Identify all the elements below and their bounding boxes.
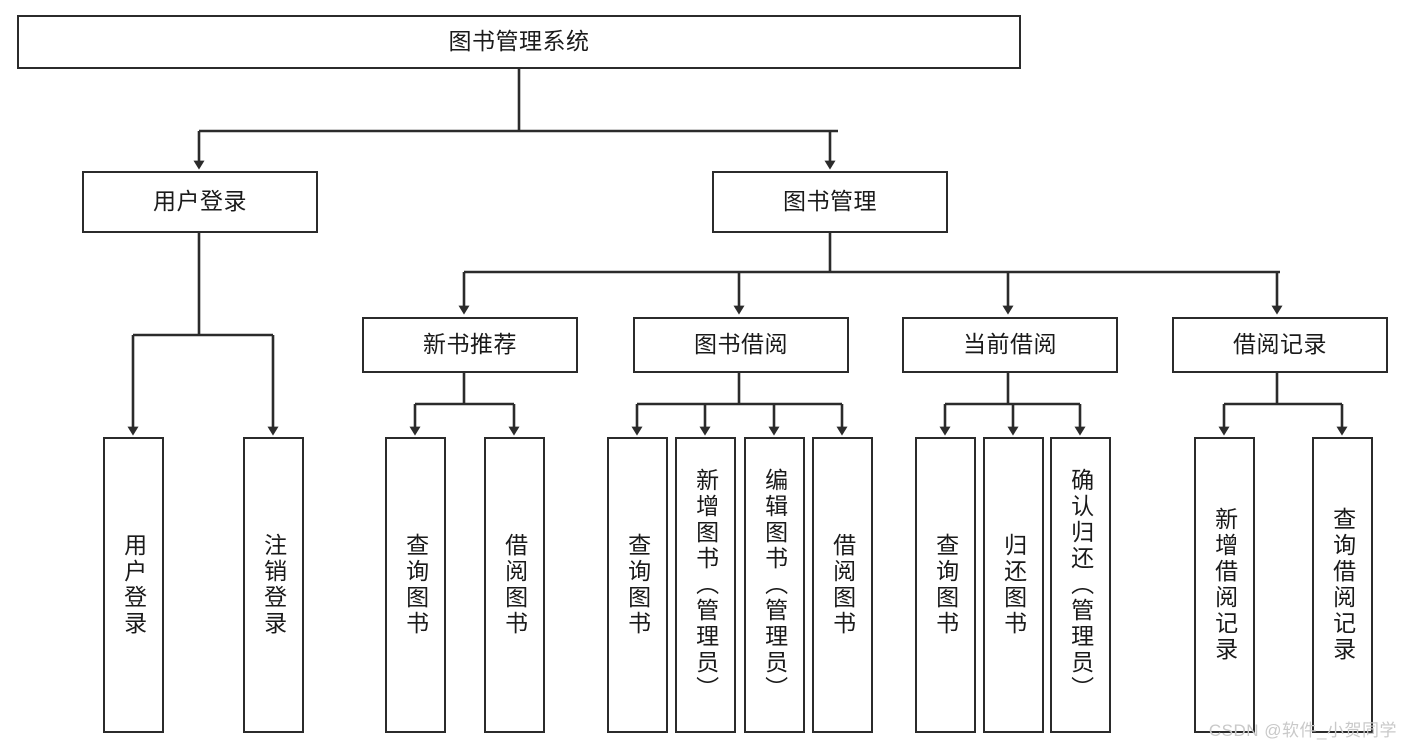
node-borrow-record[interactable]: 借阅记录 (1172, 317, 1388, 373)
node-label: 用户登录 (153, 188, 247, 215)
leaf-add-book-admin[interactable]: 新增图书（管理员） (675, 437, 736, 733)
node-book-management[interactable]: 图书管理 (712, 171, 948, 233)
node-new-book-recommend[interactable]: 新书推荐 (362, 317, 578, 373)
node-label: 借阅图书 (501, 533, 528, 637)
leaf-query-book-current[interactable]: 查询图书 (915, 437, 976, 733)
node-book-borrow[interactable]: 图书借阅 (633, 317, 849, 373)
leaf-borrow-book-recommend[interactable]: 借阅图书 (484, 437, 545, 733)
leaf-query-borrow-record[interactable]: 查询借阅记录 (1312, 437, 1373, 733)
node-label: 归还图书 (1000, 533, 1027, 637)
node-label: 新增图书（管理员） (692, 468, 719, 702)
node-label: 新增借阅记录 (1211, 507, 1238, 663)
leaf-user-login[interactable]: 用户登录 (103, 437, 164, 733)
leaf-return-book[interactable]: 归还图书 (983, 437, 1044, 733)
node-user-login[interactable]: 用户登录 (82, 171, 318, 233)
node-label: 用户登录 (120, 533, 147, 637)
node-label: 确认归还（管理员） (1067, 468, 1094, 702)
node-label: 借阅图书 (829, 533, 856, 637)
node-label: 查询图书 (402, 533, 429, 637)
leaf-add-borrow-record[interactable]: 新增借阅记录 (1194, 437, 1255, 733)
leaf-edit-book-admin[interactable]: 编辑图书（管理员） (744, 437, 805, 733)
leaf-confirm-return-admin[interactable]: 确认归还（管理员） (1050, 437, 1111, 733)
node-label: 查询借阅记录 (1329, 507, 1356, 663)
node-label: 查询图书 (624, 533, 651, 637)
leaf-query-book-borrow[interactable]: 查询图书 (607, 437, 668, 733)
node-label: 当前借阅 (963, 331, 1057, 358)
node-label: 查询图书 (932, 533, 959, 637)
node-label: 新书推荐 (423, 331, 517, 358)
node-current-borrow[interactable]: 当前借阅 (902, 317, 1118, 373)
leaf-borrow-book[interactable]: 借阅图书 (812, 437, 873, 733)
leaf-logout[interactable]: 注销登录 (243, 437, 304, 733)
node-label: 图书管理 (783, 188, 877, 215)
node-label: 图书借阅 (694, 331, 788, 358)
node-label: 注销登录 (260, 533, 287, 637)
node-book-management-system[interactable]: 图书管理系统 (17, 15, 1021, 69)
leaf-query-book-recommend[interactable]: 查询图书 (385, 437, 446, 733)
node-label: 图书管理系统 (448, 28, 590, 55)
csdn-watermark: CSDN @软件_小贺同学 (1208, 721, 1397, 740)
node-label: 编辑图书（管理员） (761, 468, 788, 702)
node-label: 借阅记录 (1233, 331, 1327, 358)
